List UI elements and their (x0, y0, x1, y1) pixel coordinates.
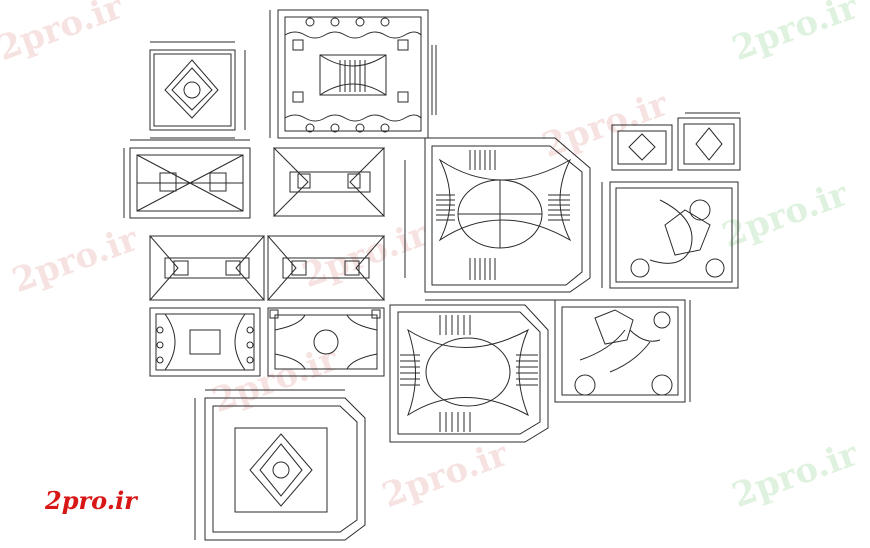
brand-logo: 2pro.ir (45, 486, 137, 515)
ceiling-plan-organic-bottom (554, 299, 691, 403)
ceiling-plan-large-oval-top (404, 137, 591, 301)
ceiling-plan-dimensioned (123, 139, 251, 219)
ceiling-plan-section-b (272, 147, 386, 217)
ceiling-plan-section-c (148, 235, 266, 301)
detail-small-left (611, 124, 673, 171)
ceiling-plan-section-f (267, 307, 385, 377)
ceiling-plan-section-e (149, 307, 261, 377)
ceiling-plan-small-star (149, 41, 246, 139)
ceiling-plan-large-oval-bottom (389, 304, 549, 443)
ceiling-plan-organic-top (601, 181, 739, 289)
ceiling-plan-large-star (194, 389, 366, 541)
ceiling-plan-top-center (269, 9, 437, 139)
detail-small-right (677, 112, 741, 171)
ceiling-plan-section-d (266, 235, 386, 301)
